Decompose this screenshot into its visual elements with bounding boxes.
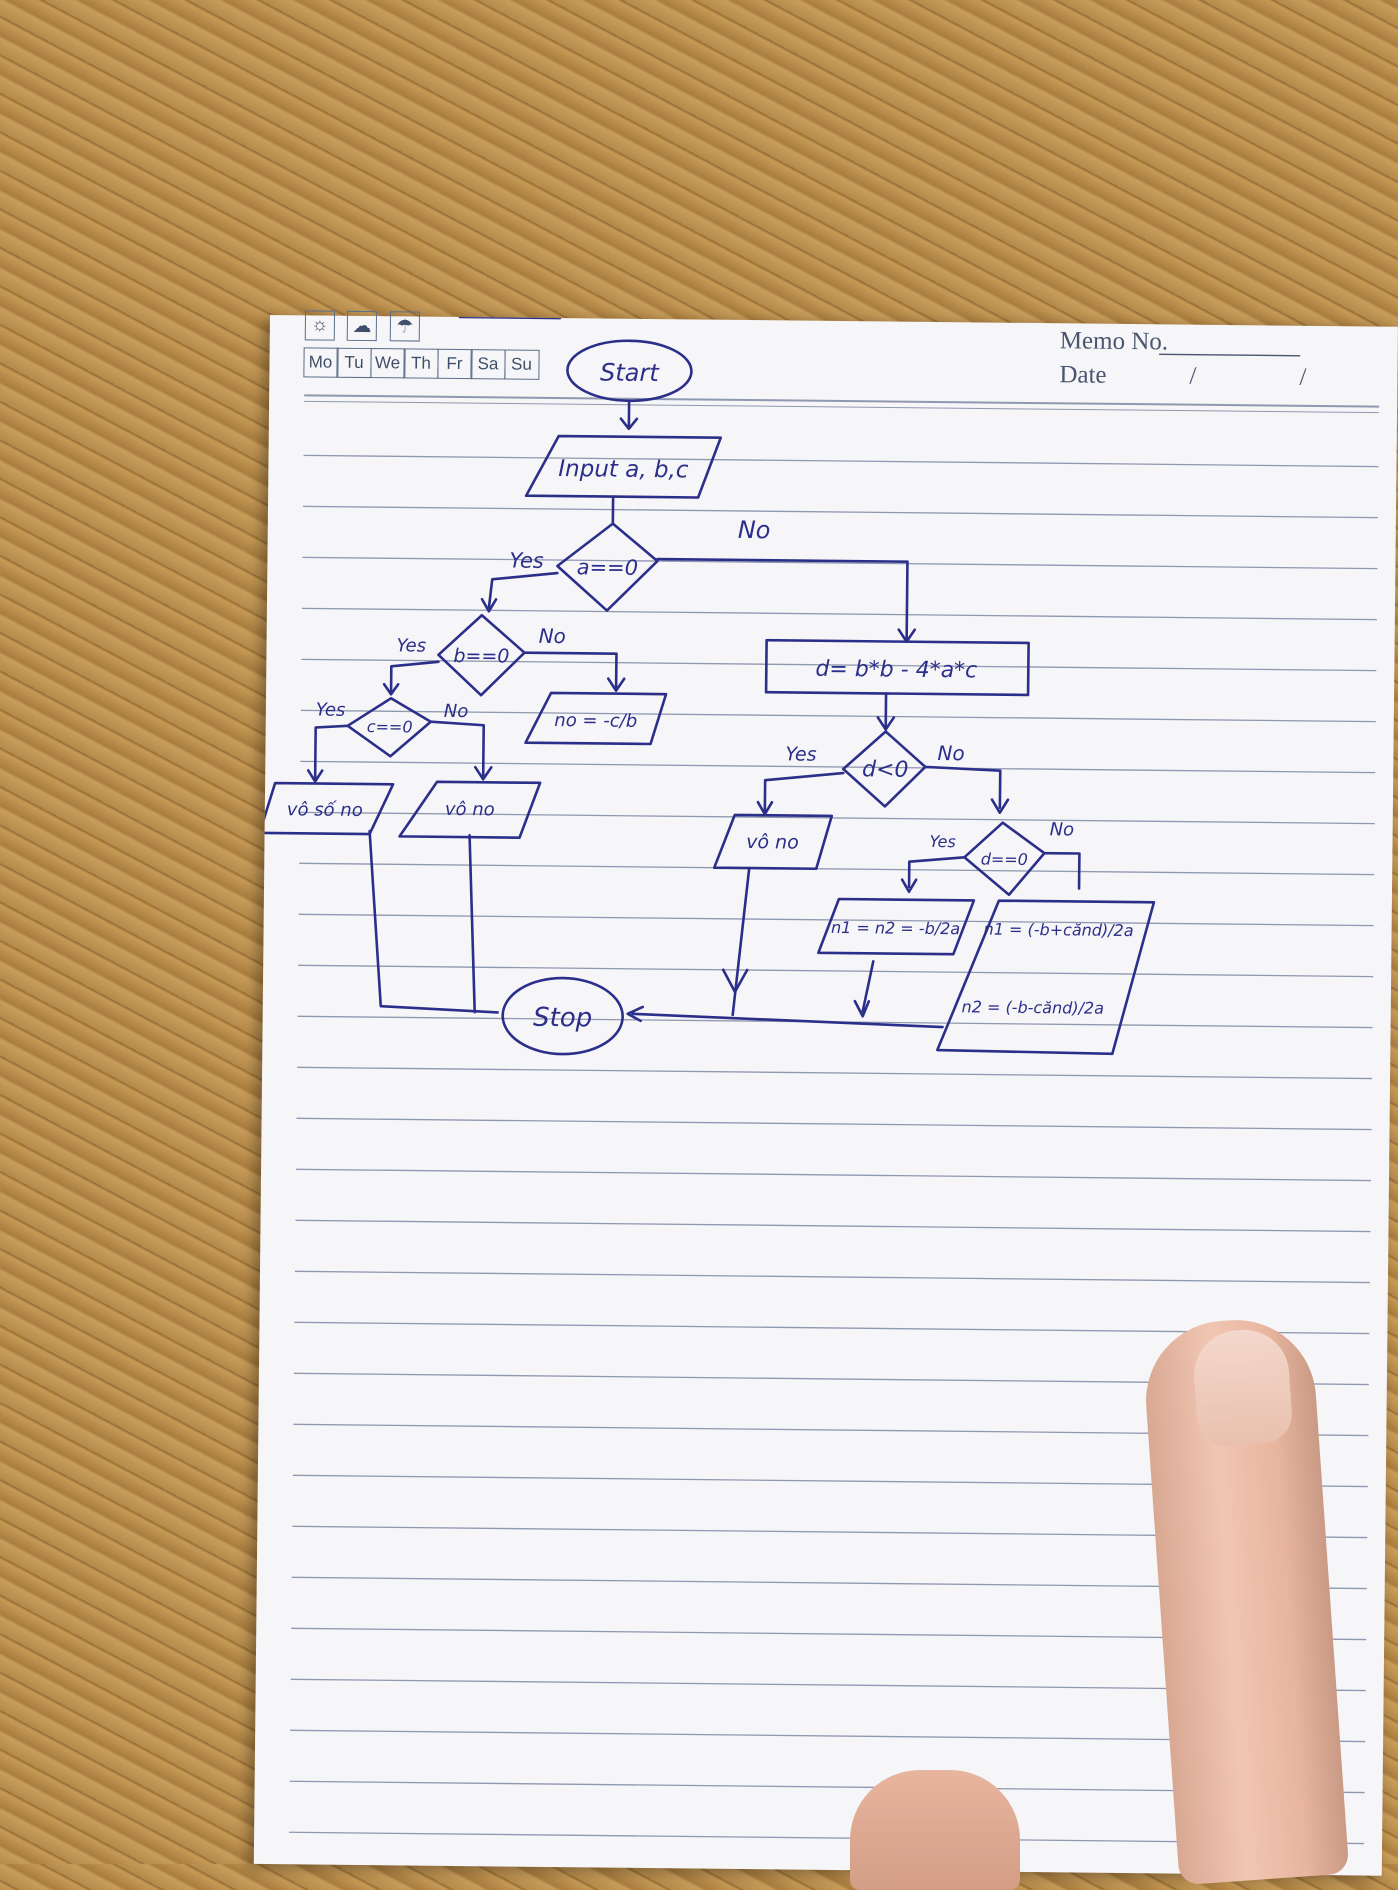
rule-line (297, 1118, 1372, 1129)
rule-line (296, 1220, 1371, 1231)
rule-line (301, 659, 1376, 670)
rule-line (300, 812, 1375, 823)
weekday-su[interactable]: Su (504, 349, 539, 379)
sun-icon: ☼ (305, 310, 335, 340)
weekday-tu[interactable]: Tu (336, 348, 371, 378)
memo-label: Memo No. (1060, 327, 1169, 356)
rule-line (295, 1271, 1370, 1282)
rule-line (304, 401, 1379, 412)
date-separator-2: / (1299, 364, 1306, 392)
weekday-selector: Mo Tu We Th Fr Sa Su (304, 347, 539, 379)
rule-line (297, 1067, 1372, 1078)
weekday-sa[interactable]: Sa (470, 349, 505, 379)
rule-line (303, 506, 1378, 517)
rule-line (299, 863, 1374, 874)
cloud-icon: ☁ (347, 311, 377, 341)
rule-line (299, 914, 1374, 925)
umbrella-icon: ☂ (390, 311, 420, 341)
date-label: Date (1059, 361, 1106, 389)
thumb (850, 1770, 1020, 1890)
fingernail (1191, 1327, 1294, 1448)
date-separator-1: / (1189, 363, 1196, 391)
rule-line (298, 1016, 1373, 1027)
rule-line (296, 1169, 1371, 1180)
rule-line (301, 710, 1376, 721)
weekday-th[interactable]: Th (403, 348, 438, 378)
rule-line (302, 557, 1377, 568)
rule-line (300, 761, 1375, 772)
rule-line (302, 608, 1377, 619)
rule-line (304, 395, 1379, 406)
rule-line (298, 965, 1373, 976)
weekday-we[interactable]: We (370, 348, 405, 378)
rule-line (304, 455, 1379, 466)
weekday-fr[interactable]: Fr (437, 349, 472, 379)
weekday-mo[interactable]: Mo (303, 347, 338, 377)
